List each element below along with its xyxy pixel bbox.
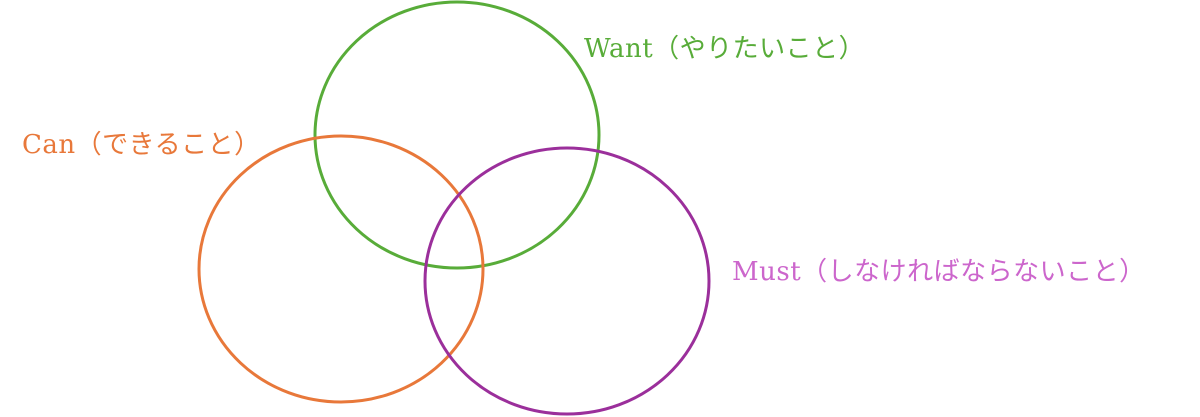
want-circle bbox=[313, 0, 601, 270]
must-label: Must（しなければならないこと） bbox=[732, 257, 1146, 287]
can-label: Can（できること） bbox=[22, 130, 261, 160]
want-label: Want（やりたいこと） bbox=[584, 34, 866, 64]
can-circle bbox=[197, 134, 485, 404]
must-circle bbox=[423, 146, 711, 416]
